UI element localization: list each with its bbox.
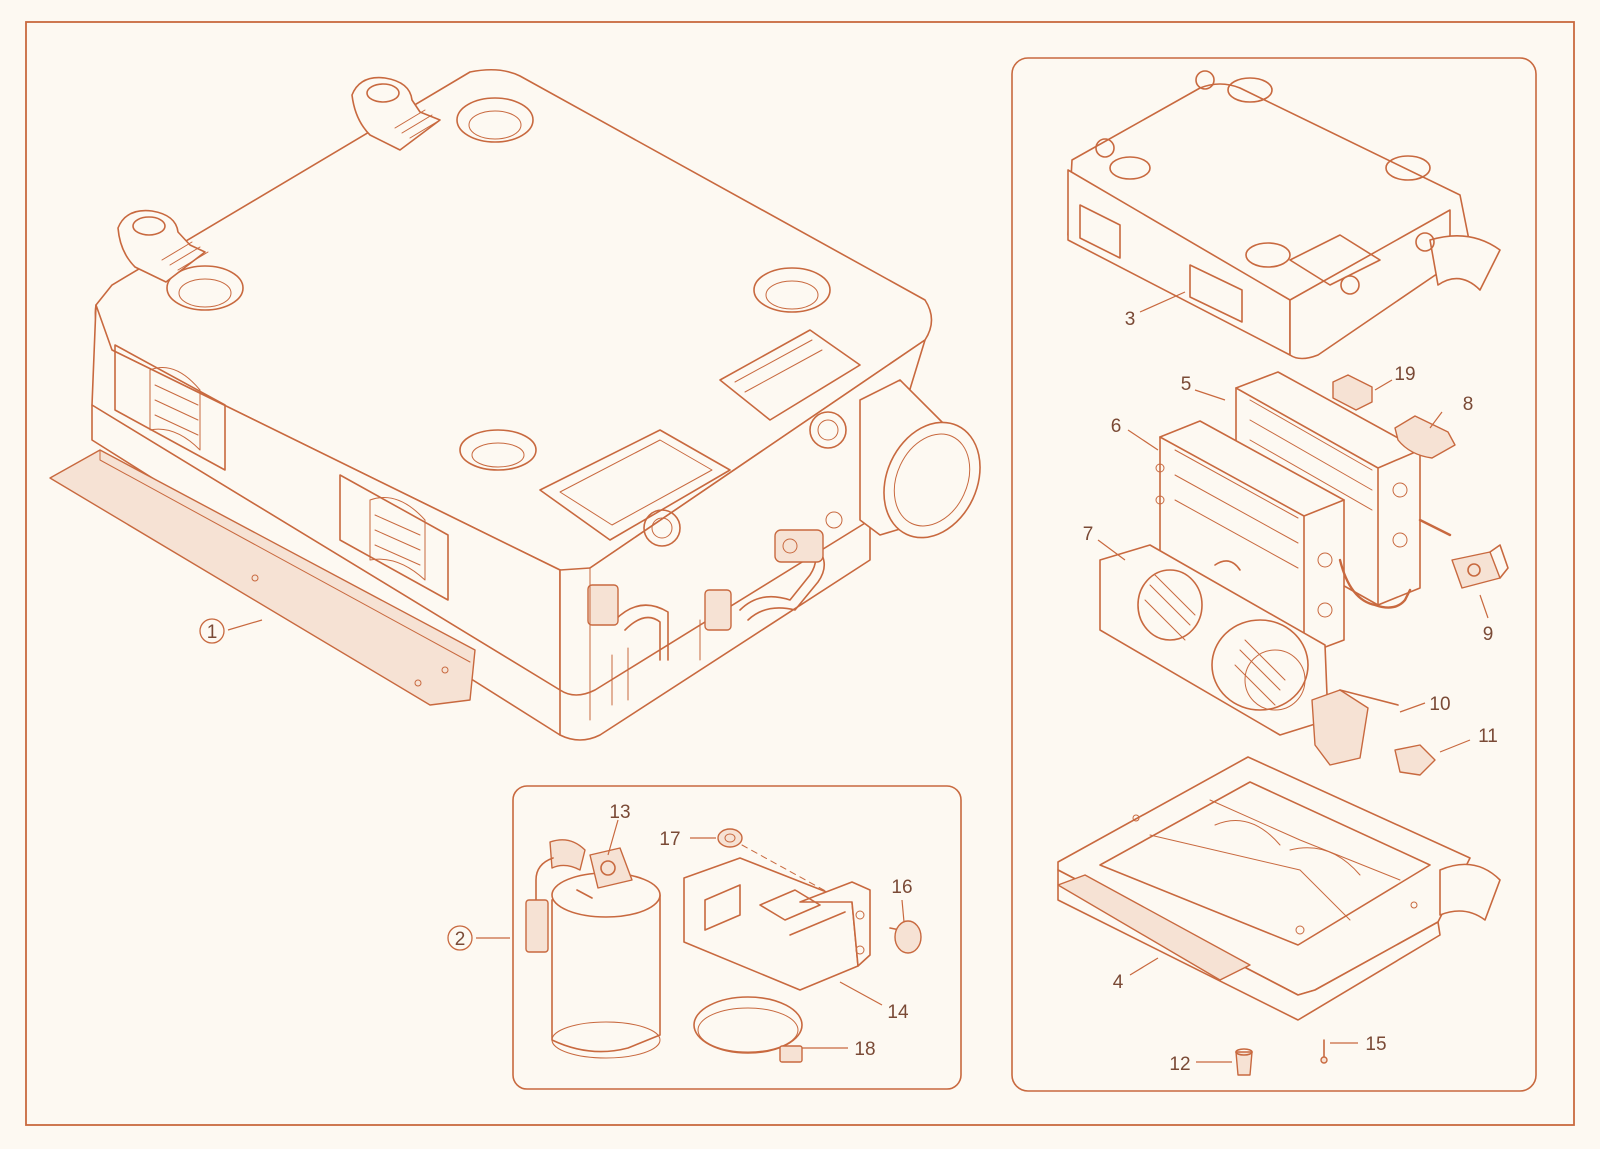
callout-ring-1 [199,618,225,644]
main-unit-bracket-rear [351,76,441,151]
callout-12: 12 [1169,1054,1190,1075]
main-unit-assembly [49,68,981,741]
evaporator-outlet-pipe [1338,558,1412,609]
expansion-valve-9 [1451,544,1509,589]
main-unit-flange [49,449,476,706]
connector-11 [1394,744,1436,776]
top-housing [1067,70,1501,360]
panel-drier-kit [512,785,962,1090]
callout-14: 14 [887,1002,909,1023]
main-unit-pipe-fittings [587,511,843,706]
callout-17: 17 [659,829,680,850]
outer-frame [25,21,1575,1126]
callout-ring-2 [447,925,473,951]
bottom-tray-4 [1057,756,1501,1021]
cover-8 [1394,415,1456,459]
resistor-10 [1311,689,1399,766]
callout-8: 8 [1463,394,1474,415]
main-unit-bracket-left [117,209,209,283]
clip-19 [1332,374,1373,411]
callout-18: 18 [854,1039,875,1060]
receiver-drier-13 [525,839,661,1059]
callout-3: 3 [1125,309,1136,330]
callout-13: 13 [609,802,630,823]
nut-17 [717,828,743,848]
callout-19: 19 [1394,364,1415,385]
callout-4: 4 [1113,972,1124,993]
main-unit-blower-grille-right [339,474,449,601]
bracket-14 [683,857,871,991]
callout-2: 2 [455,929,466,950]
main-unit-blower-grille-left [114,344,226,471]
panel-exploded-unit [1011,57,1537,1092]
callout-9: 9 [1483,624,1494,645]
pin-16 [889,920,922,954]
drain-fitting-12 [1235,1048,1253,1076]
callout-15: 15 [1365,1034,1386,1055]
callout-6: 6 [1111,416,1122,437]
clamp-18 [693,996,803,1063]
callout-5: 5 [1181,374,1192,395]
callout-11: 11 [1478,726,1498,747]
leader-lines [227,291,1489,1063]
callout-1: 1 [207,622,218,643]
callout-10: 10 [1429,694,1450,715]
main-unit-duct-outlet [859,379,981,539]
callout-16: 16 [891,877,912,898]
blower-assembly-7 [1099,544,1329,736]
callout-7: 7 [1083,524,1094,545]
screw-15 [1320,1039,1328,1064]
